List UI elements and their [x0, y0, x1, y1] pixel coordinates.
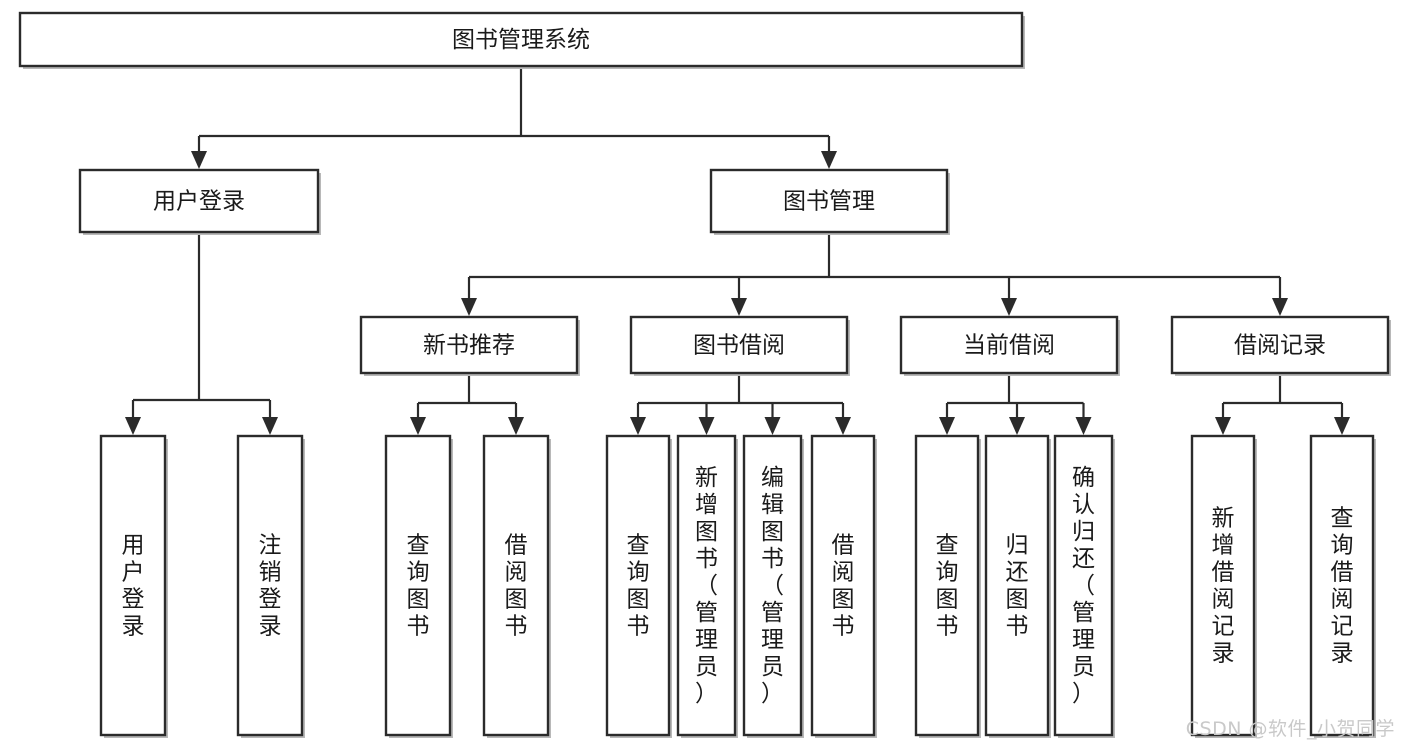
node-leaf-user-logout[interactable]: 注销登录	[236, 434, 305, 738]
node-label: 确认归还（管理员）	[1072, 465, 1095, 707]
node-label: 查询图书	[936, 533, 959, 640]
arrow-head-icon	[191, 151, 207, 169]
node-label: 图书管理	[783, 189, 875, 215]
node-leaf-query-book-2[interactable]: 查询图书	[605, 434, 672, 738]
arrow-head-icon	[1215, 417, 1231, 435]
node-label: 用户登录	[153, 189, 245, 215]
node-leaf-query-borrow-record[interactable]: 查询借阅记录	[1309, 434, 1376, 738]
node-leaf-borrow-book-2[interactable]: 借阅图书	[810, 434, 877, 738]
nodes-layer: 图书管理系统用户登录图书管理新书推荐图书借阅当前借阅借阅记录用户登录注销登录查询…	[18, 11, 1391, 738]
arrow-head-icon	[630, 417, 646, 435]
node-label: 编辑图书（管理员）	[761, 465, 784, 707]
arrow-head-icon	[410, 417, 426, 435]
arrow-head-icon	[1334, 417, 1350, 435]
node-borrow-record[interactable]: 借阅记录	[1170, 315, 1391, 376]
node-leaf-confirm-return-admin[interactable]: 确认归还（管理员）	[1053, 434, 1115, 738]
edges-layer	[125, 66, 1350, 435]
node-label: 新书推荐	[423, 333, 515, 359]
node-label: 查询图书	[407, 533, 430, 640]
arrow-head-icon	[1001, 298, 1017, 316]
arrow-head-icon	[508, 417, 524, 435]
node-label: 查询借阅记录	[1331, 506, 1354, 667]
node-label: 图书管理系统	[452, 27, 590, 53]
node-label: 用户登录	[122, 533, 145, 640]
node-book-manage[interactable]: 图书管理	[709, 168, 950, 235]
node-new-book-recommend[interactable]: 新书推荐	[359, 315, 580, 376]
node-leaf-edit-book-admin[interactable]: 编辑图书（管理员）	[742, 434, 804, 738]
node-leaf-add-book-admin[interactable]: 新增图书（管理员）	[676, 434, 738, 738]
arrow-head-icon	[821, 151, 837, 169]
arrow-head-icon	[1075, 417, 1092, 435]
arrow-head-icon	[1009, 417, 1025, 435]
node-root-book-management-system[interactable]: 图书管理系统	[18, 11, 1025, 69]
node-label: 图书借阅	[693, 333, 785, 359]
arrow-head-icon	[939, 417, 955, 435]
node-book-borrow[interactable]: 图书借阅	[629, 315, 850, 376]
arrow-head-icon	[461, 298, 477, 316]
node-user-login[interactable]: 用户登录	[78, 168, 321, 235]
arrow-head-icon	[125, 417, 141, 435]
node-label: 当前借阅	[963, 333, 1055, 359]
node-label: 新增借阅记录	[1212, 506, 1235, 667]
arrow-head-icon	[764, 417, 781, 435]
node-leaf-query-book-1[interactable]: 查询图书	[384, 434, 453, 738]
node-leaf-return-book[interactable]: 归还图书	[984, 434, 1051, 738]
node-leaf-borrow-book-1[interactable]: 借阅图书	[482, 434, 551, 738]
node-label: 注销登录	[259, 533, 282, 640]
node-leaf-add-borrow-record[interactable]: 新增借阅记录	[1190, 434, 1257, 738]
node-label: 查询图书	[627, 533, 650, 640]
node-label: 借阅图书	[505, 533, 528, 640]
node-leaf-query-book-3[interactable]: 查询图书	[914, 434, 981, 738]
arrow-head-icon	[1272, 298, 1288, 316]
node-label: 新增图书（管理员）	[695, 465, 718, 707]
arrow-head-icon	[698, 417, 715, 435]
arrow-head-icon	[835, 417, 851, 435]
node-current-borrow[interactable]: 当前借阅	[899, 315, 1120, 376]
node-leaf-user-login[interactable]: 用户登录	[99, 434, 168, 738]
node-label: 归还图书	[1006, 533, 1029, 640]
arrow-head-icon	[262, 417, 278, 435]
arrow-head-icon	[731, 298, 747, 316]
node-label: 借阅记录	[1234, 333, 1326, 359]
node-label: 借阅图书	[832, 533, 855, 640]
